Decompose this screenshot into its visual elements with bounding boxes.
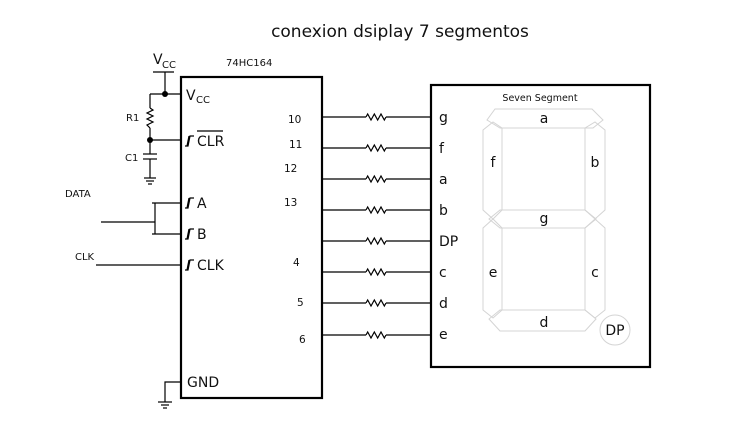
resistor-icon [365,174,387,184]
segment-d [488,309,597,332]
display-input-b: b [439,203,448,219]
svg-text:CC: CC [196,95,210,106]
resistor-icon [365,267,387,277]
segment-dp [599,314,631,346]
connection-wires [322,112,431,340]
r1-resistor-icon [145,107,155,129]
connection-g [322,112,431,122]
segment-a [486,108,604,129]
vcc-supply-label: V CC [153,52,176,71]
seven-segment-display-body [429,83,652,369]
resistor-icon [365,112,387,122]
pin-number-13: 13 [284,197,297,209]
clk-input-label: CLK [75,252,95,263]
segment-c-label: c [591,265,599,281]
display-input-c: c [439,265,447,281]
schmitt-trigger-icon [185,228,194,240]
segment-e-label: e [489,265,498,281]
segment-a-label: a [540,111,549,127]
connection-f [322,143,431,153]
pin-number-10: 10 [288,114,301,126]
segment-d-label: d [540,315,549,331]
ic-pin-b: B [185,227,207,243]
ic-part-number: 74HC164 [226,58,272,69]
pin-number-6: 6 [299,334,306,346]
pin-number-4: 4 [293,257,300,269]
display-input-g: g [439,110,448,126]
display-input-e: e [439,327,448,343]
c1-label: C1 [125,153,138,164]
svg-text:A: A [197,196,207,212]
schmitt-trigger-icon [185,135,194,147]
connection-a [322,174,431,184]
data-input-label: DATA [65,189,91,200]
svg-text:B: B [197,227,207,243]
ic-pin-vcc: V CC [186,88,210,106]
ic-pin-clk: CLK [185,258,225,274]
gnd-ground-icon [158,401,172,409]
display-title: Seven Segment [502,93,577,104]
schmitt-trigger-icon [185,259,194,271]
svg-text:CLR: CLR [197,134,225,150]
svg-text:V: V [153,52,163,68]
pin-number-12: 12 [284,163,297,175]
segment-g-label: g [540,211,549,227]
svg-text:CC: CC [162,60,176,71]
pin-number-5: 5 [297,297,304,309]
pin-number-11: 11 [289,139,302,151]
ic-pin-gnd: GND [187,375,219,391]
connection-b [322,205,431,215]
resistor-icon [365,236,387,246]
display-input-f: f [439,141,445,157]
resistor-icon [365,205,387,215]
resistor-icon [365,330,387,340]
ic-pin-a: A [185,196,207,212]
svg-text:V: V [186,88,196,104]
segment-b-label: b [591,155,600,171]
schmitt-trigger-icon [185,197,194,209]
diagram-title: conexion dsiplay 7 segmentos [271,22,529,42]
resistor-icon [365,298,387,308]
gnd-wire [164,381,181,402]
ground-icon [144,177,156,185]
ic-pin-clr: CLR [185,130,225,150]
svg-text:CLK: CLK [197,258,225,274]
connection-e [322,330,431,340]
resistor-icon [365,143,387,153]
r1-label: R1 [126,113,139,124]
display-input-a: a [439,172,448,188]
segment-dp-label: DP [605,323,624,339]
display-input-dp: DP [439,234,458,250]
display-input-d: d [439,296,448,312]
connection-c [322,267,431,277]
segment-f-label: f [491,155,497,171]
connection-d [322,298,431,308]
connection-dp [322,236,431,246]
